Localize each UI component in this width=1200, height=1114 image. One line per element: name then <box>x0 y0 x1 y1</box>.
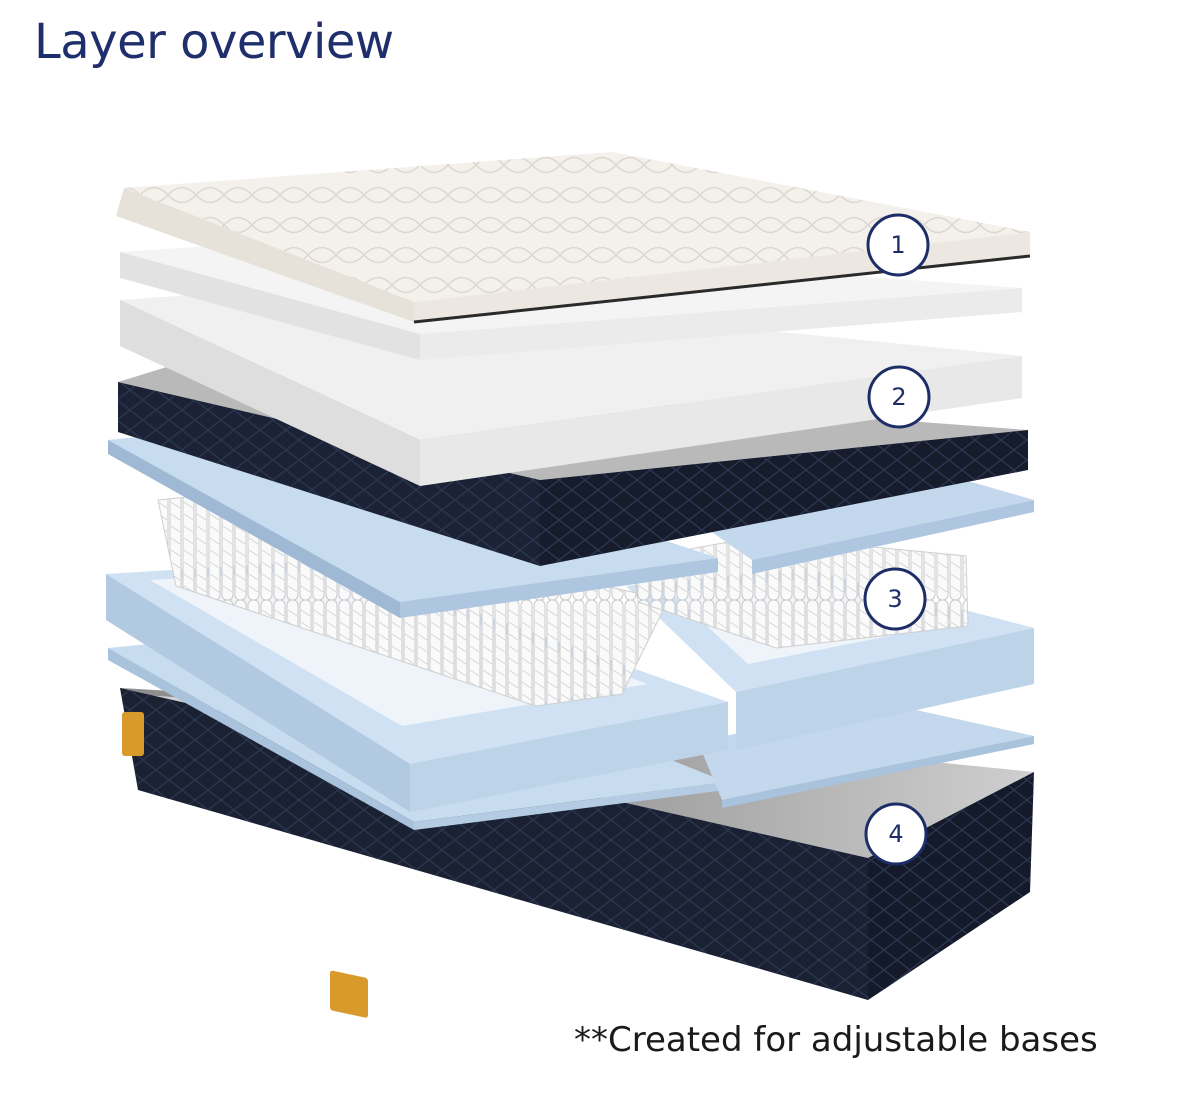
bottom-foam-left-edge <box>108 648 414 830</box>
base-tag-front <box>330 970 368 1018</box>
callout-1-ring <box>866 213 930 277</box>
upper-foam-right-front <box>752 500 1034 574</box>
frame-left-side <box>106 574 410 812</box>
callout-2: 2 <box>867 365 931 429</box>
bottom-foam-left-front <box>414 782 726 830</box>
foam-lower-side <box>120 300 420 486</box>
upper-foam-left-front <box>400 558 718 618</box>
frame-right-front <box>736 628 1034 750</box>
mattress-topper <box>116 152 1031 324</box>
callout-4: 4 <box>864 802 928 866</box>
base-right-texture <box>868 772 1034 1000</box>
callout-2-ring <box>867 365 931 429</box>
navy-frame-texture <box>118 382 540 566</box>
callout-2-number: 2 <box>891 383 906 411</box>
callout-3: 3 <box>863 567 927 631</box>
footnote-adjustable-bases: **Created for adjustable bases <box>574 1020 1098 1060</box>
base-tag-left <box>122 712 144 756</box>
callout-4-ring <box>864 802 928 866</box>
navy-frame-right-texture <box>540 430 1028 566</box>
bottom-foam-right-front <box>722 736 1034 808</box>
foam-upper-front <box>420 288 1022 360</box>
callout-3-ring <box>863 567 927 631</box>
topper-quilt-pattern <box>124 152 1030 302</box>
frame-left-front <box>410 702 728 812</box>
topper-edge-piping <box>413 254 1031 324</box>
callout-3-number: 3 <box>887 585 902 613</box>
foam-upper-side <box>120 252 420 360</box>
callout-4-number: 4 <box>888 820 903 848</box>
topper-side <box>116 188 414 322</box>
callout-1-number: 1 <box>890 231 905 259</box>
callout-1: 1 <box>866 213 930 277</box>
page-title: Layer overview <box>34 14 394 70</box>
upper-foam-left-edge <box>108 440 400 618</box>
